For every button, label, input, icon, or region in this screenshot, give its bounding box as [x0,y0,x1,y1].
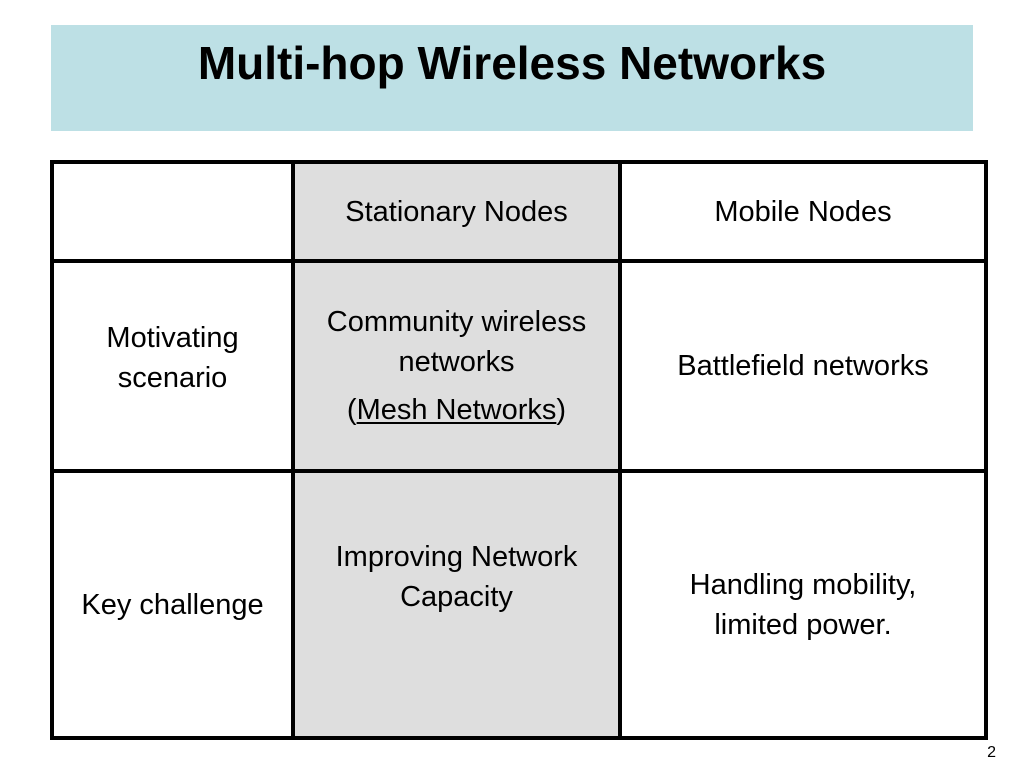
row-label-motivating-scenario: Motivating scenario [50,259,295,473]
table-row-key-challenge: Key challenge Improving Network Capacity… [50,469,988,740]
row-label-motivating-line2: scenario [117,362,228,394]
table-row-motivating-scenario: Motivating scenario Community wireless n… [50,259,988,473]
slide-page-number: 2 [987,744,996,761]
header-stationary-nodes: Stationary Nodes [291,160,622,263]
paren-open: ( [346,394,357,426]
row-label-key-challenge: Key challenge [50,469,295,740]
header-mobile-nodes: Mobile Nodes [618,160,988,263]
cell-challenge-stationary: Improving Network Capacity [291,469,622,740]
table-header-row: Stationary Nodes Mobile Nodes [50,160,988,263]
cell-challenge-mobile-line1: Handling mobility, [689,568,917,601]
cell-challenge-stationary-line2: Capacity [400,580,513,613]
cell-challenge-stationary-line1: Improving Network [335,540,578,573]
paren-close: ) [556,394,567,426]
slide-title-banner: Multi-hop Wireless Networks [51,25,973,131]
header-corner-cell [50,160,295,263]
cell-motivating-stationary-line2: networks [398,346,515,378]
cell-challenge-mobile-line2: limited power. [714,608,892,641]
comparison-table: Stationary Nodes Mobile Nodes Motivating… [50,160,988,740]
cell-motivating-stationary-line3: (Mesh Networks) [299,390,614,430]
slide-title: Multi-hop Wireless Networks [197,37,827,89]
mesh-networks-link[interactable]: Mesh Networks [356,394,557,426]
cell-motivating-mobile: Battlefield networks [618,259,988,473]
cell-challenge-mobile: Handling mobility, limited power. [618,469,988,740]
cell-motivating-stationary: Community wireless networks (Mesh Networ… [291,259,622,473]
cell-motivating-stationary-line1: Community wireless [326,306,587,338]
row-label-motivating-line1: Motivating [106,322,239,354]
